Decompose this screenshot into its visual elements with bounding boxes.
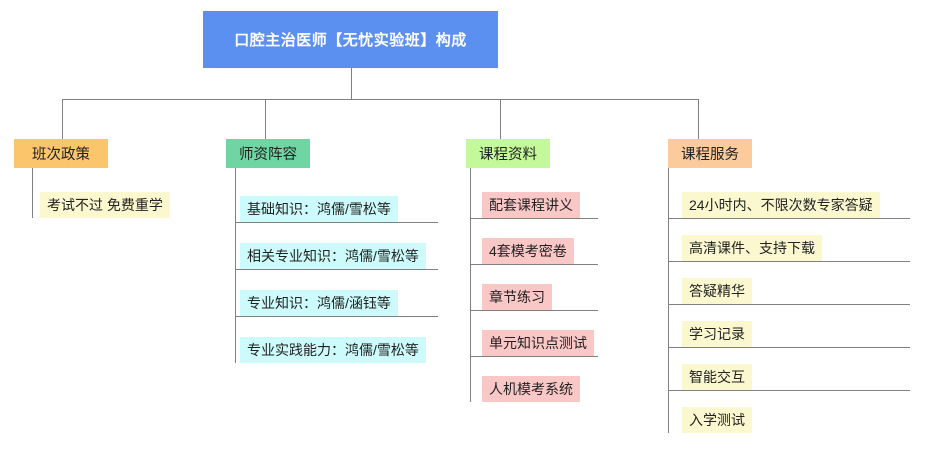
branch-stem-3 <box>668 168 669 433</box>
branch-drop-1 <box>265 99 266 139</box>
branch-header-2[interactable]: 课程资料 <box>466 139 550 168</box>
leaf-rule-3-1 <box>668 261 910 262</box>
leaf-item[interactable]: 章节练习 <box>482 284 552 310</box>
leaf-item[interactable]: 学习记录 <box>682 321 752 347</box>
branch-drop-2 <box>500 99 501 139</box>
leaf-rule-1-0 <box>235 222 438 223</box>
leaf-item[interactable]: 配套课程讲义 <box>482 192 580 218</box>
leaf-rule-2-1 <box>470 264 598 265</box>
leaf-item[interactable]: 高清课件、支持下载 <box>682 235 822 261</box>
leaf-rule-3-2 <box>668 304 910 305</box>
branch-stem-0 <box>32 168 33 218</box>
leaf-item[interactable]: 相关专业知识：鸿儒/雪松等 <box>240 243 426 269</box>
branch-stem-1 <box>235 168 236 363</box>
leaf-item[interactable]: 考试不过 免费重学 <box>40 192 170 218</box>
leaf-rule-2-0 <box>470 218 598 219</box>
branch-header-0[interactable]: 班次政策 <box>14 139 108 168</box>
branch-header-3[interactable]: 课程服务 <box>668 139 752 168</box>
branch-drop-3 <box>698 99 699 139</box>
leaf-rule-3-3 <box>668 347 910 348</box>
branch-drop-0 <box>62 99 63 139</box>
leaf-rule-1-1 <box>235 269 438 270</box>
leaf-item[interactable]: 4套模考密卷 <box>482 238 574 264</box>
leaf-rule-2-2 <box>470 310 598 311</box>
leaf-rule-3-4 <box>668 390 910 391</box>
branch-bus <box>62 99 698 100</box>
leaf-rule-3-0 <box>668 218 910 219</box>
leaf-item[interactable]: 智能交互 <box>682 364 752 390</box>
branch-header-1[interactable]: 师资阵容 <box>226 139 310 168</box>
branch-stem-2 <box>470 168 471 402</box>
root-node[interactable]: 口腔主治医师【无忧实验班】构成 <box>203 11 498 68</box>
leaf-item[interactable]: 24小时内、不限次数专家答疑 <box>682 192 880 218</box>
leaf-item[interactable]: 专业实践能力：鸿儒/雪松等 <box>240 337 426 363</box>
leaf-item[interactable]: 人机模考系统 <box>482 376 580 402</box>
leaf-item[interactable]: 基础知识：鸿儒/雪松等 <box>240 196 398 222</box>
leaf-rule-2-3 <box>470 356 598 357</box>
root-stem <box>351 68 352 99</box>
leaf-item[interactable]: 专业知识：鸿儒/涵钰等 <box>240 290 398 316</box>
leaf-rule-1-2 <box>235 316 438 317</box>
leaf-item[interactable]: 答疑精华 <box>682 278 752 304</box>
leaf-item[interactable]: 入学测试 <box>682 407 752 433</box>
leaf-item[interactable]: 单元知识点测试 <box>482 330 594 356</box>
